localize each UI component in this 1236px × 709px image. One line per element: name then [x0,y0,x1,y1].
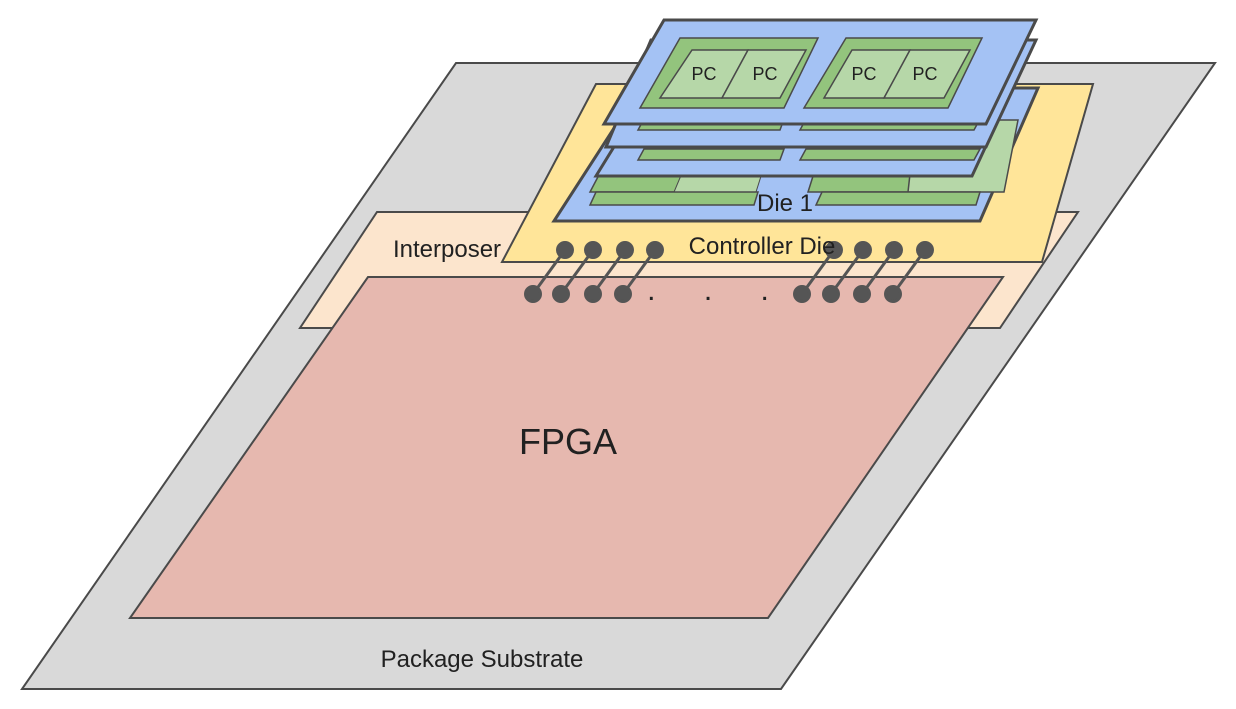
micro-bump [885,241,903,259]
die-1-label: Die 1 [757,190,813,217]
channel [798,148,982,161]
pc-label: PC [851,64,876,84]
micro-bump [646,241,664,259]
micro-bump [793,285,811,303]
controller-die-label: Controller Die [689,233,836,260]
micro-bump [524,285,542,303]
channel [588,191,760,206]
channel [636,148,786,161]
pc-label: PC [912,64,937,84]
micro-bump [825,241,843,259]
pseudo-channel [720,49,808,99]
package-substrate-label: Package Substrate [381,646,584,673]
micro-bump [822,285,840,303]
micro-bump [584,285,602,303]
pc-label: PC [691,64,716,84]
memory-die-top [601,18,1039,126]
micro-bump [916,241,934,259]
interposer-label: Interposer [393,236,501,263]
fpga [128,276,1005,619]
micro-bump [884,285,902,303]
micro-bump [853,285,871,303]
channel [814,191,982,206]
pc-label: PC [752,64,777,84]
micro-bump [614,285,632,303]
micro-bump [854,241,872,259]
fpga-label: FPGA [519,421,617,462]
micro-bump [584,241,602,259]
pseudo-channel [882,49,972,99]
micro-bump [556,241,574,259]
connections [524,241,934,303]
micro-bump [616,241,634,259]
micro-bump [552,285,570,303]
ellipsis: . . . [647,274,789,307]
